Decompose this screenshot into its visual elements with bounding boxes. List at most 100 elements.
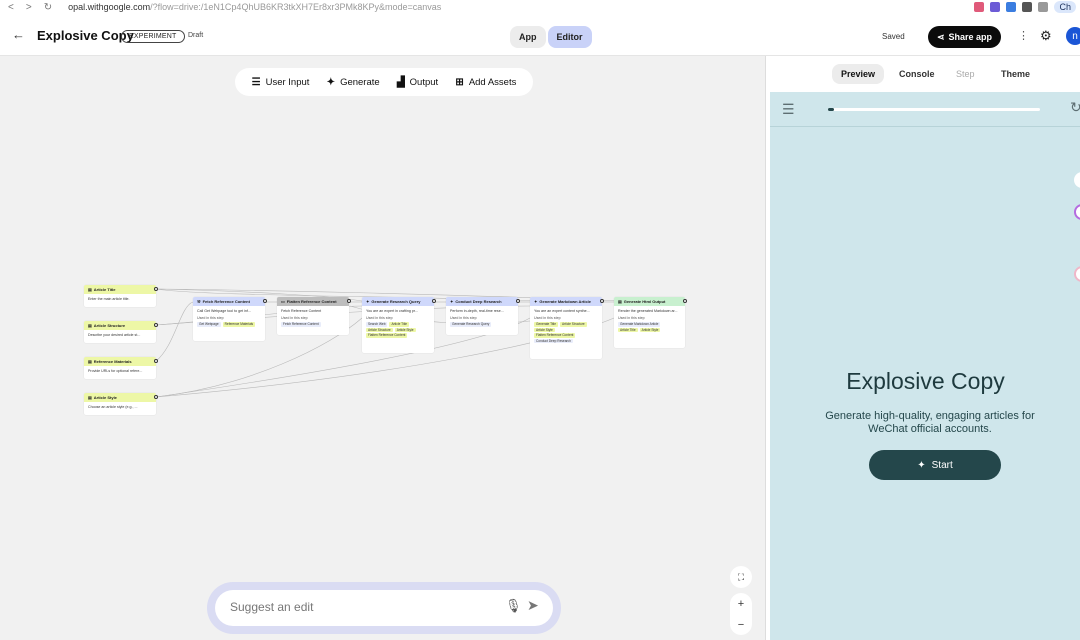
- microphone-icon[interactable]: 🎙: [505, 598, 522, 613]
- extension-icon[interactable]: [1006, 2, 1017, 12]
- node-description: Provide URLs for optional refere...: [88, 369, 143, 373]
- suggest-edit-input[interactable]: [230, 600, 480, 614]
- node-fetch-reference-content[interactable]: ⚒Fetch Reference Content Call Get Webpag…: [193, 297, 267, 341]
- node-header[interactable]: ✦Generate Markdown Article: [530, 297, 602, 306]
- zoom-controls: + −: [730, 593, 752, 635]
- share-app-button[interactable]: ⋖ Share app: [928, 26, 1001, 48]
- gear-icon[interactable]: ⚙: [1040, 28, 1052, 43]
- node-header[interactable]: ▤Generate Html Output: [614, 297, 685, 306]
- tab-console[interactable]: Console: [899, 69, 935, 79]
- node-title: Article Style: [93, 395, 117, 400]
- node-conduct-deep-research[interactable]: ✦Conduct Deep Research Perform in-depth,…: [446, 297, 520, 335]
- restart-icon[interactable]: ↻: [1070, 99, 1080, 115]
- node-used-label: Used in this step: [281, 316, 308, 320]
- input-node-icon: ▤: [88, 395, 92, 400]
- node-output-port[interactable]: [347, 299, 351, 303]
- app-preview: ☰ ↻ Explosive Copy Generate high-quality…: [770, 92, 1080, 640]
- extensions-bar: Ch: [974, 0, 1080, 14]
- side-action-button[interactable]: [1074, 266, 1080, 282]
- node-output-port[interactable]: [154, 287, 158, 291]
- avatar[interactable]: n: [1066, 27, 1080, 45]
- generate-tool[interactable]: ✦ Generate: [327, 77, 380, 88]
- node-header[interactable]: ▤Reference Materials: [84, 357, 156, 366]
- node-output-port[interactable]: [516, 299, 520, 303]
- input-node-icon: ▤: [88, 287, 92, 292]
- hamburger-menu-icon[interactable]: ☰: [782, 101, 795, 117]
- node-output-port[interactable]: [154, 323, 158, 327]
- node-header[interactable]: ⚒Fetch Reference Content: [193, 297, 265, 306]
- node-output-port[interactable]: [154, 359, 158, 363]
- side-action-button[interactable]: [1074, 204, 1080, 220]
- browser-forward-icon[interactable]: >: [25, 1, 32, 13]
- back-arrow-icon[interactable]: ←: [12, 27, 25, 42]
- node-header[interactable]: ▤Article Style: [84, 393, 156, 402]
- code-icon: ▭: [281, 299, 285, 304]
- node-article-style[interactable]: ▤Article Style Choose an article style (…: [84, 393, 158, 415]
- suggest-edit-bar: 🎙 ➤: [207, 582, 561, 634]
- node-body: Render the generated Markdown ar... Used…: [614, 306, 685, 335]
- node-title: Generate Html Output: [623, 299, 666, 304]
- browser-back-icon[interactable]: <: [8, 1, 14, 13]
- profile-chip[interactable]: Ch: [1054, 1, 1076, 13]
- output-label: Output: [409, 76, 439, 88]
- zoom-in-icon[interactable]: +: [737, 597, 745, 610]
- node-article-title[interactable]: ▤Article Title Enter the main article ti…: [84, 285, 158, 307]
- node-reference-materials[interactable]: ▤Reference Materials Provide URLs for op…: [84, 357, 158, 379]
- app-mode-button[interactable]: App: [510, 26, 546, 48]
- side-action-button[interactable]: [1074, 172, 1080, 188]
- chip: Flatten Reference Content: [534, 333, 576, 338]
- tab-preview[interactable]: Preview: [832, 64, 885, 84]
- output-icon: ▤: [618, 299, 622, 304]
- sparkle-icon: ✦: [326, 76, 336, 88]
- node-used-label: Used in this step: [534, 316, 561, 320]
- node-header[interactable]: ▤Article Title: [84, 285, 156, 294]
- node-chips: Get Webpage Reference Materials: [197, 322, 261, 327]
- tab-theme[interactable]: Theme: [1001, 69, 1031, 79]
- extension-icon[interactable]: [1022, 2, 1033, 12]
- node-output-port[interactable]: [263, 299, 267, 303]
- node-header[interactable]: ✦Generate Research Query: [362, 297, 434, 306]
- address-field[interactable]: opal.withgoogle.com/?flow=drive:/1eN1Cp4…: [68, 2, 828, 12]
- node-description: You are an expert content synthe...: [534, 309, 590, 313]
- node-description: Call Get Webpage tool to get inf...: [197, 309, 251, 313]
- editor-mode-button[interactable]: Editor: [547, 26, 592, 48]
- tab-step[interactable]: Step: [956, 69, 975, 79]
- add-assets-tool[interactable]: ⊞ Add Assets: [455, 77, 516, 88]
- node-body: Call Get Webpage tool to get inf... Used…: [193, 306, 265, 330]
- fit-view-button[interactable]: ⛶: [730, 566, 752, 588]
- node-header[interactable]: ▭Flatten Reference Content: [277, 297, 349, 306]
- node-output-port[interactable]: [432, 299, 436, 303]
- node-output-port[interactable]: [600, 299, 604, 303]
- send-icon[interactable]: ➤: [527, 597, 539, 613]
- start-button[interactable]: ✦ Start: [869, 450, 1001, 480]
- node-generate-html-output[interactable]: ▤Generate Html Output Render the generat…: [614, 297, 687, 348]
- node-generate-research-query[interactable]: ✦Generate Research Query You are an expe…: [362, 297, 436, 353]
- node-header[interactable]: ✦Conduct Deep Research: [446, 297, 518, 306]
- extension-icon[interactable]: [990, 2, 1001, 12]
- url-host: opal.withgoogle.com: [68, 2, 151, 12]
- zoom-out-icon[interactable]: −: [737, 618, 745, 631]
- extension-icon[interactable]: [1038, 2, 1049, 12]
- mode-toggle: App Editor: [510, 26, 592, 48]
- app-title: Explosive Copy: [37, 28, 134, 43]
- reload-icon[interactable]: ↻: [43, 1, 53, 13]
- share-icon: ⋖: [936, 31, 945, 42]
- more-vertical-icon[interactable]: ⋮: [1018, 30, 1029, 42]
- list-icon: ☰: [251, 76, 261, 88]
- node-output-port[interactable]: [683, 299, 687, 303]
- node-generate-markdown-article[interactable]: ✦Generate Markdown Article You are an ex…: [530, 297, 604, 359]
- panel-tabs: Preview Console Step Theme: [766, 56, 1080, 92]
- node-output-port[interactable]: [154, 395, 158, 399]
- node-used-label: Used in this step: [450, 316, 477, 320]
- user-input-tool[interactable]: ☰ User Input: [252, 77, 310, 88]
- editor-canvas[interactable]: ☰ User Input ✦ Generate ▟ Output ⊞ Add A…: [0, 56, 765, 640]
- node-body: You are an expert content synthe... Used…: [530, 306, 602, 346]
- chip: Flatten Reference Content: [366, 333, 408, 338]
- output-tool[interactable]: ▟ Output: [397, 77, 438, 88]
- node-flatten-reference-content[interactable]: ▭Flatten Reference Content Fetch Referen…: [277, 297, 351, 335]
- node-article-structure[interactable]: ▤Article Structure Describe your desired…: [84, 321, 158, 343]
- url-path: /?flow=drive:/1eN1Cp4QhUB6KR3tkXH7Er8xr3…: [150, 2, 442, 12]
- extension-icon[interactable]: [974, 2, 985, 12]
- node-header[interactable]: ▤Article Structure: [84, 321, 156, 330]
- progress-bar: [828, 108, 1040, 111]
